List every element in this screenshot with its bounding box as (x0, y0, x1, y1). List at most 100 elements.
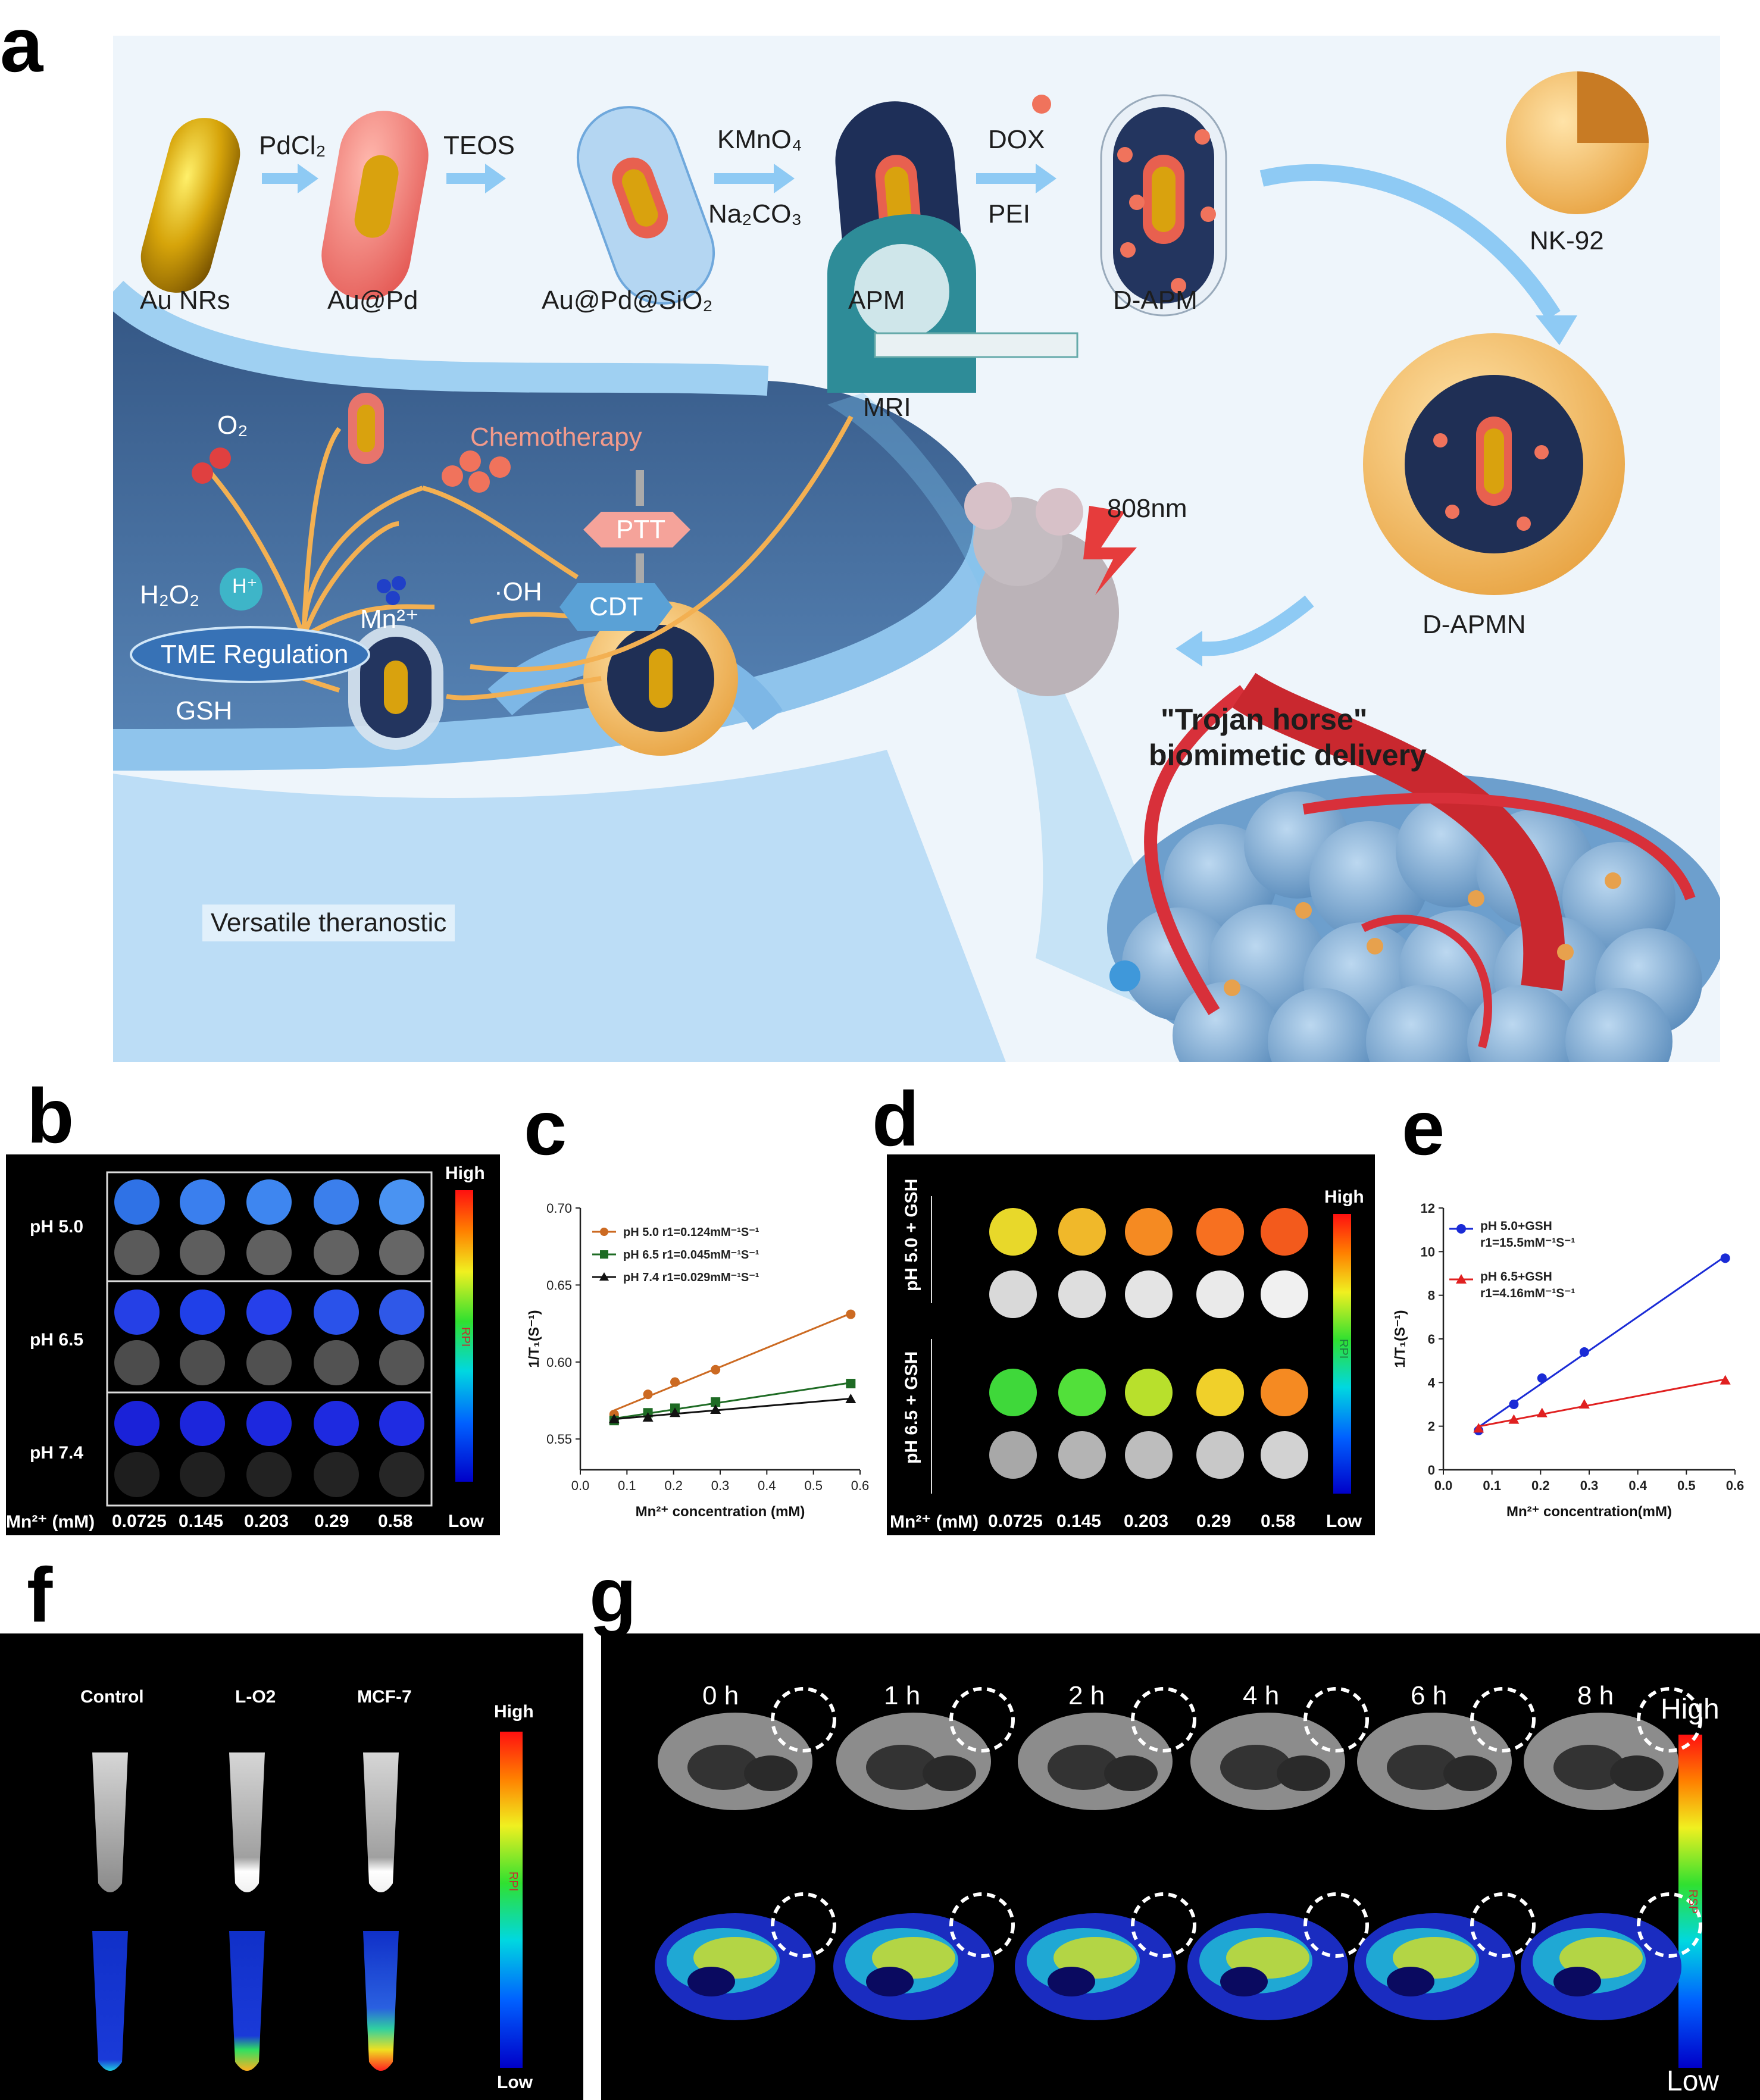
b-row-label-3: pH 7.4 (30, 1443, 84, 1463)
e-legend-label-2: pH 6.5+GSH (1480, 1270, 1552, 1284)
b-phantom-top-1-4 (314, 1179, 359, 1225)
d-phantom-top-2-3 (1125, 1270, 1173, 1318)
b-phantom-bottom-3-4 (314, 1452, 359, 1497)
label-teos: TEOS (443, 131, 515, 160)
d-phantom-top-2-5 (1261, 1270, 1308, 1318)
e-ytick-label-3: 6 (1428, 1332, 1435, 1347)
f-col-control: Control (80, 1687, 144, 1707)
g-scale-mid: RSP (1686, 1889, 1699, 1914)
b-mn-label: Mn²⁺ (mM) (6, 1512, 95, 1532)
panel-label-a: a (0, 1, 43, 88)
c-ytick-label-2: 0.65 (546, 1278, 572, 1292)
d-phantom-bottom-1-4 (1196, 1369, 1244, 1416)
panel-f-cell-mri: Control L-O2 MCF-7 High Low RPI (0, 1633, 583, 2100)
label-au-pd: Au@Pd (327, 286, 418, 315)
label-d-apm: D-APM (1113, 286, 1198, 315)
d-scale-mid: RPI (1337, 1339, 1350, 1359)
label-au-nrs: Au NRs (140, 286, 230, 315)
g-slice-grey-organ2-4 (1277, 1755, 1330, 1791)
c-legend-label-1: pH 5.0 r1=0.124mM⁻¹S⁻¹ (623, 1226, 759, 1239)
b-phantom-top-2-5 (379, 1290, 424, 1335)
g-slice-grey-organ-2 (866, 1745, 937, 1790)
g-tumor-circle-bottom-5 (1470, 1892, 1536, 1958)
b-phantom-top-1-5 (379, 1179, 424, 1225)
panel-a-schematic: PdCl₂ TEOS KMnO₄ Na₂CO₃ DOX PEI Au NRs A… (113, 36, 1720, 1062)
d-conc-4: 0.29 (1196, 1511, 1231, 1531)
panel-label-c: c (524, 1084, 567, 1171)
d-phantom-top-1-2 (1058, 1208, 1106, 1256)
g-tumor-circle-top-2 (949, 1687, 1015, 1752)
e-legend-marker-1 (1456, 1224, 1466, 1234)
g-slice-color-dark-1 (687, 1967, 735, 1996)
panel-d-mri-phantom: pH 5.0 + GSH pH 6.5 + GSH Mn²⁺ (mM) 0.07… (887, 1154, 1375, 1535)
label-kmno4: KMnO₄ (717, 125, 802, 154)
g-slice-grey-organ2-5 (1443, 1755, 1497, 1791)
d-phantom-bottom-2-1 (989, 1431, 1037, 1479)
g-scale-high: High (1661, 1694, 1720, 1725)
panel-b-mri-phantom: pH 5.0 pH 6.5 pH 7.4 Mn²⁺ (mM) 0.0725 0.… (6, 1154, 500, 1535)
g-tumor-circle-top-4 (1303, 1687, 1369, 1752)
e-legend-marker-2 (1456, 1274, 1467, 1284)
label-trojan-horse: "Trojan horse" (1161, 703, 1368, 736)
d-row-label-2: pH 6.5 + GSH (902, 1351, 921, 1464)
b-phantom-bottom-3-3 (246, 1452, 292, 1497)
g-tumor-circle-bottom-4 (1303, 1892, 1369, 1958)
c-point-2-4 (711, 1397, 721, 1407)
label-na2co3: Na₂CO₃ (708, 199, 802, 229)
c-xtick-label-0: 0.0 (571, 1478, 590, 1493)
b-phantom-bottom-1-5 (379, 1230, 424, 1275)
e-point-1-5 (1720, 1253, 1730, 1263)
label-biomimetic-delivery: biomimetic delivery (1149, 738, 1427, 772)
d-phantom-bottom-1-2 (1058, 1369, 1106, 1416)
d-conc-1: 0.0725 (988, 1511, 1043, 1531)
g-tumor-circle-top-3 (1131, 1687, 1196, 1752)
g-slice-color-dark-3 (1048, 1967, 1095, 1996)
label-chemotherapy: Chemotherapy (470, 422, 642, 452)
label-oh: ·OH (494, 577, 542, 606)
b-conc-3: 0.203 (244, 1511, 289, 1531)
label-dox: DOX (988, 125, 1045, 154)
e-ytick-label-5: 10 (1421, 1244, 1435, 1259)
g-slice-color-dark-4 (1220, 1967, 1268, 1996)
b-phantom-bottom-3-1 (114, 1452, 160, 1497)
label-ptt: PTT (616, 515, 666, 544)
label-h-plus: H⁺ (232, 575, 258, 597)
b-phantom-bottom-2-3 (246, 1340, 292, 1385)
c-fit-line-3 (614, 1397, 851, 1420)
c-point-2-5 (846, 1379, 856, 1389)
b-scale-low: Low (448, 1511, 484, 1531)
d-phantom-bottom-1-1 (989, 1369, 1037, 1416)
c-point-3-3 (670, 1407, 681, 1417)
f-scale-low: Low (497, 2073, 533, 2092)
label-o2: O₂ (217, 411, 248, 440)
label-nk92: NK-92 (1530, 226, 1604, 255)
g-slice-grey-organ-1 (687, 1745, 759, 1790)
g-slice-grey-organ-6 (1553, 1745, 1625, 1790)
e-point-2-2 (1508, 1414, 1520, 1424)
c-point-3-2 (642, 1412, 654, 1422)
c-point-3-1 (608, 1413, 620, 1423)
e-xlabel: Mn²⁺ concentration(mM) (1506, 1504, 1672, 1520)
b-conc-5: 0.58 (378, 1511, 413, 1531)
c-ytick-label-3: 0.70 (546, 1201, 572, 1216)
g-slice-grey-organ2-1 (744, 1755, 798, 1791)
c-xtick-label-2: 0.2 (664, 1478, 683, 1493)
g-time-2h: 2 h (1068, 1681, 1105, 1710)
g-slice-color-dark-5 (1387, 1967, 1434, 1996)
d-phantom-top-2-2 (1058, 1270, 1106, 1318)
c-xtick-label-3: 0.3 (711, 1478, 730, 1493)
g-slice-color-dark-2 (866, 1967, 914, 1996)
g-time-4h: 4 h (1243, 1681, 1280, 1710)
e-point-1-3 (1537, 1373, 1547, 1383)
g-scale-low: Low (1667, 2065, 1720, 2097)
b-scale-mid: RPI (459, 1327, 472, 1347)
g-slice-grey-organ-5 (1387, 1745, 1458, 1790)
g-time-6h: 6 h (1411, 1681, 1448, 1710)
g-time-8h: 8 h (1577, 1681, 1614, 1710)
b-conc-1: 0.0725 (112, 1511, 167, 1531)
c-legend-marker-3 (599, 1272, 609, 1281)
g-slice-grey-organ-4 (1220, 1745, 1292, 1790)
c-xlabel: Mn²⁺ concentration (mM) (636, 1504, 805, 1520)
label-h2o2: H₂O₂ (140, 580, 200, 609)
